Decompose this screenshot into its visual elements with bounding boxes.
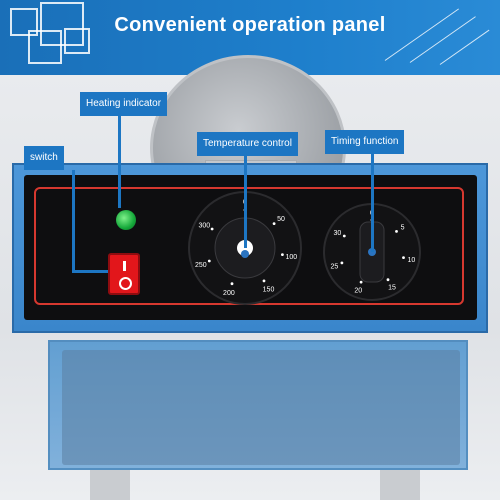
timer-tick-mark xyxy=(359,280,363,284)
label-switch: switch xyxy=(24,146,64,170)
reflection-panel xyxy=(62,350,460,465)
leader-switch-h xyxy=(72,270,108,273)
decor-square xyxy=(28,30,62,64)
timer-tick-mark xyxy=(395,230,398,233)
switch-off-mark xyxy=(119,277,132,290)
temp-tick-label: 200 xyxy=(223,290,235,297)
label-heating-indicator: Heating indicator xyxy=(80,92,168,116)
timer-tick-mark xyxy=(386,278,390,282)
temp-tick-mark xyxy=(272,222,276,226)
temp-knob-center xyxy=(241,250,249,258)
temp-tick-mark xyxy=(210,227,214,231)
temp-tick-mark xyxy=(230,282,234,286)
temp-tick-mark xyxy=(207,259,211,263)
decor-square xyxy=(10,8,38,36)
timer-tick-label: 15 xyxy=(388,285,396,292)
heating-indicator-light xyxy=(116,210,136,230)
timer-knob-center xyxy=(368,248,376,256)
timer-tick-label: 5 xyxy=(401,224,405,231)
temp-tick-label: 100 xyxy=(285,254,297,261)
leader-switch xyxy=(72,170,75,272)
thermometer-icon xyxy=(237,240,253,256)
leader-timing xyxy=(371,154,374,252)
machine-foot xyxy=(90,470,130,500)
switch-on-mark xyxy=(123,261,126,271)
timer-tick-label: 30 xyxy=(334,230,342,237)
leader-heating xyxy=(118,116,121,208)
timer-tick-label: 20 xyxy=(354,288,362,295)
leader-temperature xyxy=(244,156,247,248)
label-timing-function: Timing function xyxy=(325,130,405,154)
machine-foot xyxy=(380,470,420,500)
temp-tick-label: 50 xyxy=(277,216,285,223)
temp-tick-label: 250 xyxy=(195,262,207,269)
banner-title: Convenient operation panel xyxy=(114,14,386,36)
timer-tick-mark xyxy=(402,256,405,259)
temp-tick-mark xyxy=(281,253,284,256)
temp-tick-label: 150 xyxy=(263,287,275,294)
temp-tick-mark xyxy=(262,279,266,283)
timer-tick-mark xyxy=(342,234,346,238)
label-temperature-control: Temperature control xyxy=(197,132,298,156)
temp-tick-label: 300 xyxy=(198,223,210,230)
decor-square xyxy=(64,28,90,54)
timer-tick-mark xyxy=(340,261,344,265)
decor-square xyxy=(40,2,84,46)
timer-tick-label: 25 xyxy=(331,264,339,271)
power-switch[interactable] xyxy=(108,253,140,295)
temperature-dial[interactable]: 050100150200250300 xyxy=(188,191,302,305)
timer-tick-label: 10 xyxy=(408,257,416,264)
